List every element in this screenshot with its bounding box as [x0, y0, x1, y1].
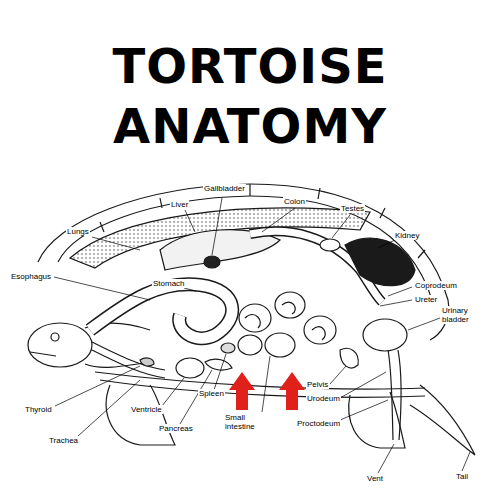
leader-line	[340, 400, 388, 420]
spleen	[221, 343, 235, 353]
ventricle	[176, 358, 204, 378]
leader-line	[262, 208, 295, 232]
gallbladder	[204, 256, 220, 268]
hind-leg	[349, 392, 405, 448]
front-leg	[106, 385, 175, 445]
esophagus-stomach-outer	[90, 284, 232, 338]
intestine-loop	[265, 333, 295, 357]
part-label: Tail	[455, 472, 469, 481]
carapace-outline	[38, 184, 449, 340]
part-label: Gallbladder	[203, 184, 246, 193]
part-label: Stomach	[152, 279, 186, 288]
part-label: Spleen	[198, 389, 225, 398]
part-label: Coprodeum	[414, 281, 458, 290]
plastron	[95, 372, 425, 397]
red-arrow	[229, 372, 255, 410]
leader-line	[162, 378, 184, 406]
leader-line	[378, 240, 395, 248]
intestine-loop	[239, 304, 271, 332]
part-label: Urodeum	[306, 394, 341, 403]
tail-outline	[410, 385, 475, 455]
leader-line	[462, 452, 470, 471]
leader-line	[214, 354, 226, 390]
intestine-loop	[304, 316, 336, 344]
carapace-inner	[58, 196, 432, 300]
part-label: Testes	[340, 204, 365, 213]
part-label: Ureter	[414, 295, 438, 304]
leader-line	[340, 372, 386, 398]
part-label: Liver	[170, 200, 189, 209]
leader-line	[54, 277, 150, 300]
part-label: Pancreas	[158, 424, 194, 433]
leader-line	[380, 300, 412, 306]
head	[28, 323, 92, 367]
part-label: Colon	[283, 197, 306, 206]
page-title: TORTOISE ANATOMY	[70, 36, 430, 156]
part-label: Vent	[366, 474, 384, 483]
leader-line	[378, 444, 394, 473]
leader-line	[332, 215, 350, 238]
leader-line	[92, 237, 140, 250]
mouth	[30, 352, 56, 356]
part-label: Proctodeum	[296, 419, 341, 428]
eye	[51, 333, 59, 341]
red-arrow	[279, 372, 305, 410]
part-label: Urinary bladder	[441, 306, 483, 324]
leader-line	[262, 356, 270, 412]
leader-line	[388, 287, 412, 296]
part-label: Lungs	[66, 227, 90, 236]
part-label: Esophagus	[10, 272, 52, 281]
leader-line	[185, 210, 195, 232]
intestine-folds	[245, 302, 325, 340]
part-label: Pelvis	[306, 380, 329, 389]
part-label: Thyroid	[24, 405, 53, 414]
cloaca	[388, 350, 401, 440]
leader-line	[184, 288, 196, 291]
part-label: Kidney	[394, 231, 420, 240]
pancreas	[205, 359, 232, 370]
esophagus-stomach-inner	[90, 284, 232, 338]
part-label: Ventricle	[130, 405, 163, 414]
urinary-bladder	[363, 319, 407, 351]
leader-line	[408, 318, 440, 330]
intestine-loop	[275, 292, 305, 318]
leader-line	[212, 198, 222, 255]
thyroid	[140, 358, 154, 366]
leader-line	[330, 366, 346, 384]
intestine-loop	[238, 335, 262, 355]
part-label: Small intestine	[224, 413, 266, 431]
leader-line	[55, 366, 140, 406]
kidney	[345, 238, 415, 286]
trachea	[92, 342, 165, 378]
testis	[320, 239, 340, 251]
pelvis	[340, 348, 358, 368]
part-label: Trachea	[48, 436, 79, 445]
